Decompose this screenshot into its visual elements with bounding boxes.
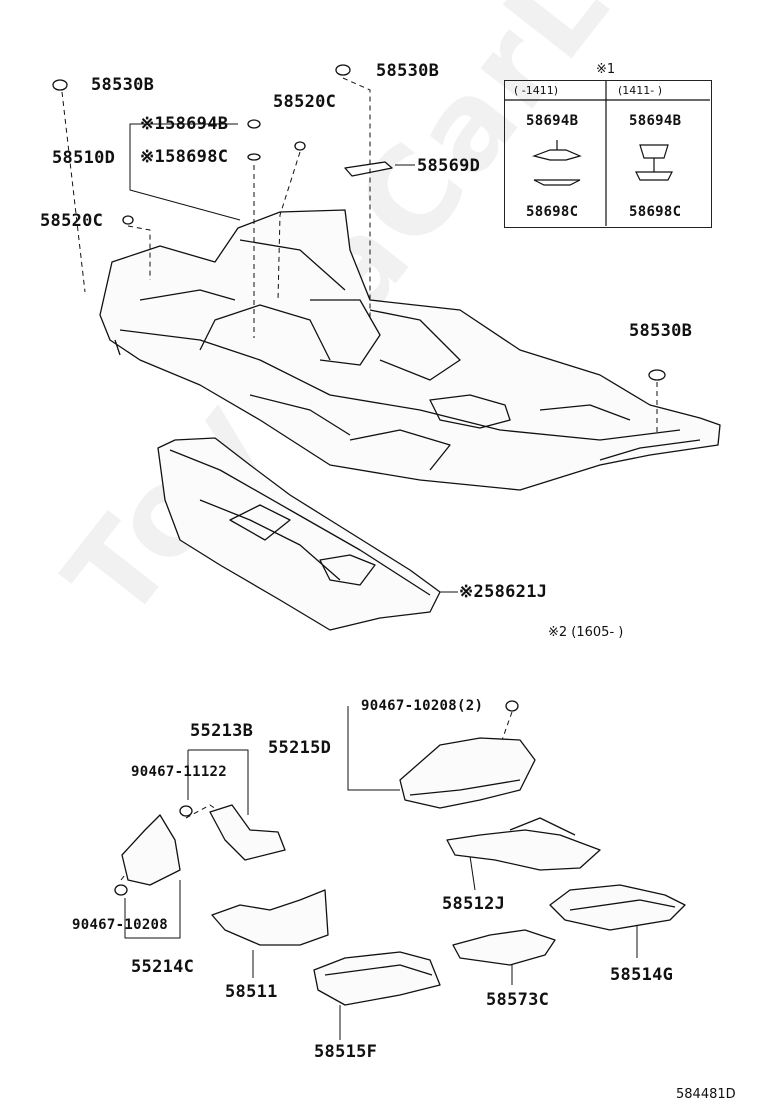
- part-58573C: [452, 929, 556, 966]
- note-left-top-label: 58694B: [526, 113, 579, 129]
- part-58512J: [446, 829, 601, 871]
- floor-carpet-58510D: [99, 209, 721, 491]
- label-58511: 58511: [225, 982, 278, 1002]
- label-58530B-top-center: 58530B: [376, 61, 440, 81]
- label-58520C-left: 58520C: [40, 211, 104, 231]
- diagram-ref: 584481D: [676, 1087, 736, 1102]
- label-90467-10208-2: 90467-10208(2): [361, 698, 484, 714]
- label-58621J: ※258621J: [459, 582, 548, 602]
- label-55213B: 55213B: [190, 721, 254, 741]
- part-58511: [211, 889, 329, 946]
- label-58530B-top-left: 58530B: [91, 75, 155, 95]
- note-box: [504, 80, 712, 228]
- part-55215D: [399, 737, 536, 809]
- note-col-right: (1411- ): [618, 84, 663, 97]
- note-2: ※2 (1605- ): [548, 625, 624, 640]
- part-55213B: [209, 804, 286, 861]
- fasteners: [52, 64, 666, 896]
- note-col-left: ( -1411): [514, 84, 559, 97]
- label-58694B: ※158694B: [140, 114, 229, 134]
- label-90467-11122: 90467-11122: [131, 764, 228, 780]
- label-55214C: 55214C: [131, 957, 195, 977]
- note-box-marker: ※1: [596, 62, 616, 77]
- label-58569D: 58569D: [417, 156, 481, 176]
- label-58510D: 58510D: [52, 148, 116, 168]
- note-right-top-label: 58694B: [629, 113, 682, 129]
- label-58512J: 58512J: [442, 894, 506, 914]
- label-58698C: ※158698C: [140, 147, 229, 167]
- label-58530B-right: 58530B: [629, 321, 693, 341]
- label-55215D: 55215D: [268, 738, 332, 758]
- label-58515F: 58515F: [314, 1042, 378, 1062]
- label-58520C-top: 58520C: [273, 92, 337, 112]
- note-left-bottom-label: 58698C: [526, 204, 579, 220]
- part-58515F: [313, 951, 441, 1006]
- note-right-bottom-label: 58698C: [629, 204, 682, 220]
- part-58569D: [344, 161, 393, 177]
- part-58514G: [549, 884, 686, 931]
- label-90467-10208: 90467-10208: [72, 917, 169, 933]
- label-58514G: 58514G: [610, 965, 674, 985]
- part-55214C: [121, 814, 181, 886]
- label-58573C: 58573C: [486, 990, 550, 1010]
